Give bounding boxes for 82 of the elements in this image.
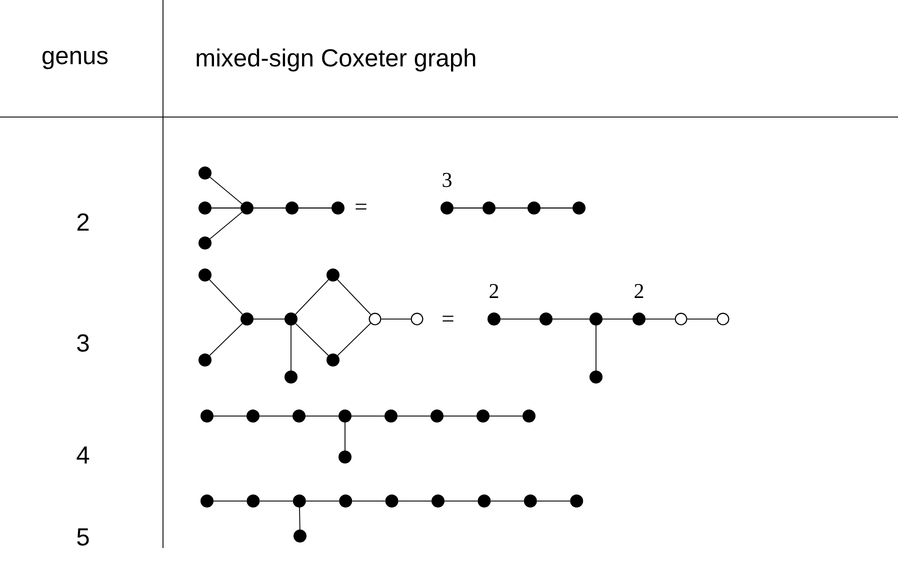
graph-edge (290, 325, 292, 371)
graph-edge (253, 318, 285, 320)
vertex-dot (570, 494, 584, 508)
vertex-dot (292, 410, 306, 422)
vertex-dot (674, 312, 688, 326)
vertex-dot (200, 494, 214, 508)
vertex-dot (246, 410, 260, 422)
vertex-dot (476, 410, 490, 422)
graph-edge (213, 500, 248, 502)
equals-sign: = (442, 316, 454, 322)
graph-edge (295, 279, 329, 315)
row-label: 5 (77, 528, 89, 546)
vertex-dot (198, 268, 212, 282)
graph-edge (352, 500, 386, 502)
vertex-dot (716, 312, 730, 326)
vertex-dot (478, 494, 491, 508)
graph-edge (500, 318, 540, 320)
weight-label: 2 (490, 284, 498, 298)
row-label: 3 (77, 334, 89, 352)
graph-edge (210, 176, 242, 204)
vertex-dot (198, 236, 212, 250)
vertex-dot (292, 494, 306, 508)
vertex-dot (284, 370, 298, 384)
vertex-dot (368, 312, 382, 326)
column-header: mixed-sign Coxeter graph (196, 48, 476, 72)
graph-edge (299, 507, 300, 530)
vertex-dot (432, 494, 445, 508)
vertex-dot (528, 202, 541, 214)
row-label: 4 (76, 446, 90, 464)
vertex-dot (384, 410, 398, 422)
vertex-dot (240, 312, 254, 326)
vertex-dot (410, 312, 424, 326)
vertex-dot (338, 450, 352, 464)
vertex-dot (540, 312, 553, 326)
graph-edge (645, 318, 676, 320)
vertex-dot (332, 202, 344, 214)
graph-edge (444, 500, 478, 502)
graph-edge (337, 322, 371, 356)
vertex-dot (198, 354, 212, 366)
vertex-dot (430, 410, 444, 422)
graph-edge (490, 500, 524, 502)
vertex-dot (326, 268, 340, 282)
vertex-dot (198, 202, 212, 214)
vertex-dot (482, 202, 496, 214)
vertex-dot (590, 312, 603, 326)
graph-edge (337, 279, 372, 315)
equals-sign: = (356, 204, 366, 210)
graph-edge (295, 323, 329, 356)
vertex-dot (590, 370, 603, 384)
weight-label: 3 (442, 172, 452, 188)
vertex-dot (339, 494, 352, 508)
vertex-dot (385, 494, 398, 508)
vertex-dot (524, 494, 537, 508)
graph-edge (602, 318, 633, 320)
column-header: genus (42, 50, 108, 70)
vertex-dot (522, 410, 536, 422)
graph-edge (209, 279, 243, 315)
vertex-dot (572, 202, 586, 214)
graph-edge (305, 500, 340, 502)
graph-edge (209, 323, 243, 356)
vertex-dot (284, 312, 298, 326)
vertex-dot (240, 202, 254, 214)
vertex-dot (632, 312, 646, 326)
graph-edge (536, 500, 571, 502)
graph-edge (380, 318, 412, 320)
vertex-dot (294, 530, 306, 542)
graph-edge (398, 500, 432, 502)
vertex-dot (286, 202, 298, 214)
graph-edge (210, 212, 242, 240)
vertex-dot (488, 312, 501, 326)
vertex-dot (198, 166, 212, 180)
graph-edge (344, 422, 346, 451)
graph-edge (259, 500, 294, 502)
vertex-dot (246, 494, 260, 508)
vertex-dot (200, 410, 214, 422)
graph-edge (686, 318, 718, 320)
row-label: 2 (77, 213, 89, 231)
weight-label: 2 (634, 284, 644, 298)
vertex-dot (326, 354, 340, 366)
vertex-dot (338, 410, 352, 422)
graph-edge (552, 318, 590, 320)
vertex-dot (440, 202, 454, 214)
